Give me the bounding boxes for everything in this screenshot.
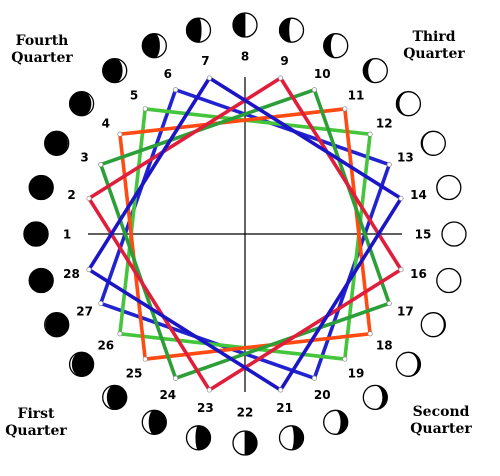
square-corner-dot [173, 375, 179, 381]
full-moon-icon [436, 174, 462, 201]
waning-crescent-moon-icon [44, 312, 70, 338]
new-moon-icon [28, 174, 54, 201]
square-corner-dot [86, 195, 92, 201]
square-corner-dot [311, 375, 317, 381]
square-corner-dot [342, 356, 348, 362]
square-corner-dot [86, 267, 92, 273]
first-quarter-line2: Quarter [5, 423, 67, 439]
square-corner-dot [117, 331, 123, 337]
square-corner-dot [398, 267, 404, 273]
square-corner-dot [342, 106, 348, 112]
square-corner-dot [278, 75, 284, 81]
day-number-20: 20 [314, 388, 331, 402]
waning-gibbous-moon-icon [395, 351, 422, 377]
square-corner-dot [98, 162, 104, 168]
day-number-7: 7 [201, 54, 209, 68]
waxing-gibbous-moon-icon [323, 33, 349, 59]
full-moon-icon [436, 267, 462, 294]
day-number-14: 14 [410, 188, 427, 202]
day-number-19: 19 [348, 367, 365, 381]
waxing-crescent-moon-icon [68, 91, 95, 117]
square-corner-dot [367, 331, 373, 337]
day-number-2: 2 [67, 188, 75, 202]
square-corner-dot [206, 75, 212, 81]
fourth-quarter-line1: Fourth [15, 33, 69, 49]
waxing-gibbous-moon-icon [420, 130, 446, 156]
day-number-8: 8 [241, 50, 249, 64]
day-number-27: 27 [76, 305, 93, 319]
third-quarter-line2: Quarter [403, 46, 465, 62]
waxing-crescent-moon-icon [102, 57, 128, 84]
waning-crescent-moon-icon [68, 351, 95, 377]
day-number-9: 9 [280, 54, 288, 68]
day-number-15: 15 [415, 228, 432, 242]
day-number-26: 26 [97, 339, 114, 353]
day-number-1: 1 [63, 228, 71, 242]
day-number-23: 23 [197, 401, 214, 415]
first-quarter-moon-icon [232, 12, 258, 38]
first-quarter-moon-icon [278, 17, 305, 43]
square-corner-dot [311, 87, 317, 93]
third-quarter-moon-icon [278, 425, 305, 451]
second-quarter-line1: Second [412, 404, 470, 420]
square-corner-dot [117, 131, 123, 137]
square-corner-dot [98, 300, 104, 306]
new-moon-icon [28, 267, 54, 294]
first-quarter-moon-icon [185, 17, 212, 43]
day-number-25: 25 [126, 367, 143, 381]
square-corner-dot [386, 300, 392, 306]
third-quarter-moon-icon [185, 425, 212, 451]
waxing-gibbous-moon-icon [395, 91, 422, 117]
waning-crescent-moon-icon [102, 384, 128, 411]
first-quarter-label: First Quarter [0, 406, 76, 440]
square-corner-dot [367, 131, 373, 137]
day-number-11: 11 [348, 88, 365, 102]
waxing-gibbous-moon-icon [362, 57, 388, 84]
waxing-crescent-moon-icon [44, 130, 70, 156]
waning-gibbous-moon-icon [323, 409, 349, 435]
day-number-18: 18 [376, 339, 393, 353]
square-corner-dot [278, 387, 284, 393]
second-quarter-line2: Quarter [410, 421, 472, 437]
day-number-24: 24 [159, 388, 176, 402]
third-quarter-line1: Third [412, 29, 456, 45]
waning-gibbous-moon-icon [420, 312, 446, 338]
day-number-17: 17 [397, 305, 414, 319]
square-corner-dot [398, 195, 404, 201]
day-number-16: 16 [410, 267, 427, 281]
day-number-28: 28 [63, 267, 80, 281]
day-number-22: 22 [237, 406, 254, 420]
third-quarter-moon-icon [232, 430, 258, 456]
waxing-crescent-moon-icon [141, 33, 167, 59]
waning-crescent-moon-icon [141, 409, 167, 435]
square-corner-dot [142, 356, 148, 362]
square-corner-dot [386, 162, 392, 168]
day-number-13: 13 [397, 150, 414, 164]
day-number-4: 4 [102, 117, 110, 131]
new-moon-icon [23, 221, 49, 247]
square-corner-dot [142, 106, 148, 112]
day-number-12: 12 [376, 117, 393, 131]
center-axes [88, 77, 402, 392]
fourth-quarter-line2: Quarter [11, 50, 73, 66]
square-corner-dot [206, 387, 212, 393]
day-number-3: 3 [80, 150, 88, 164]
first-quarter-line1: First [17, 406, 55, 422]
second-quarter-label: Second Quarter [401, 404, 481, 438]
rotating-squares [86, 75, 404, 393]
day-number-21: 21 [276, 401, 293, 415]
day-number-5: 5 [130, 88, 138, 102]
moon-phase-ring [23, 12, 467, 456]
waning-gibbous-moon-icon [362, 384, 388, 411]
third-quarter-label: Third Quarter [394, 29, 474, 63]
day-number-10: 10 [314, 67, 331, 81]
fourth-quarter-label: Fourth Quarter [2, 33, 82, 67]
full-moon-icon [441, 221, 467, 247]
day-number-6: 6 [164, 67, 172, 81]
square-corner-dot [173, 87, 179, 93]
